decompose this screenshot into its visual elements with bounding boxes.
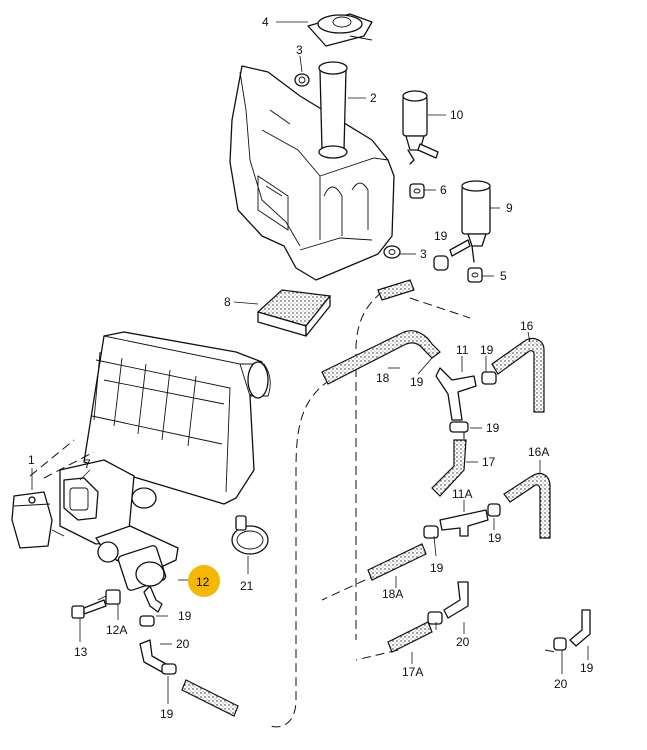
label-19-pump: 19 <box>178 609 192 623</box>
highlight-marker <box>188 565 220 597</box>
label-19-right: 19 <box>480 343 494 357</box>
connectors <box>139 367 591 675</box>
label-11: 11 <box>456 343 469 357</box>
grommet-6 <box>409 183 425 199</box>
part-labels: 4 3 2 10 6 9 3 19 5 8 16 11 19 18 19 19 … <box>28 15 594 721</box>
headlight <box>83 331 271 509</box>
label-16: 16 <box>520 319 534 333</box>
label-7: 7 <box>84 457 91 471</box>
label-19-11A-left: 19 <box>430 561 444 575</box>
label-3-lower: 3 <box>420 247 427 261</box>
label-19-tee: 19 <box>486 421 500 435</box>
label-19-bottom: 19 <box>160 707 174 721</box>
label-18A: 18A <box>382 587 403 601</box>
label-6: 6 <box>440 183 447 197</box>
label-17: 17 <box>482 455 496 469</box>
label-20-mid: 20 <box>456 635 470 649</box>
washer-pump-9 <box>449 180 491 263</box>
label-18: 18 <box>376 371 390 385</box>
label-20-pump: 20 <box>176 637 190 651</box>
label-8: 8 <box>224 295 231 309</box>
headlight-washer-pump-12 <box>95 525 179 613</box>
label-4: 4 <box>262 15 269 29</box>
clip-12A <box>97 589 121 605</box>
label-20-right: 19 <box>580 661 594 675</box>
hoses <box>181 279 551 717</box>
label-19-mid: 19 <box>410 375 424 389</box>
label-11A: 11A <box>452 487 472 501</box>
label-5: 5 <box>500 269 507 283</box>
label-19-right-lower: 20 <box>554 677 568 691</box>
washer-reservoir <box>229 61 401 281</box>
label-10: 10 <box>450 108 464 122</box>
label-17A: 17A <box>402 665 423 679</box>
washer-pump-10 <box>402 90 439 165</box>
label-2: 2 <box>370 91 377 105</box>
label-16A: 16A <box>528 445 549 459</box>
hose-clip-19-upper <box>433 255 449 271</box>
label-19-11A: 19 <box>488 531 502 545</box>
hose-clamp-21 <box>231 515 269 555</box>
filler-cap <box>307 13 373 47</box>
label-12A: 12A <box>106 623 127 637</box>
label-9: 9 <box>506 201 513 215</box>
label-1: 1 <box>28 453 35 467</box>
lamp-cover-1 <box>11 491 65 549</box>
foam-pad <box>256 289 332 337</box>
label-19-upper: 19 <box>434 229 448 243</box>
bolt-13 <box>71 599 107 619</box>
leader-lines <box>31 21 589 704</box>
label-13: 13 <box>74 645 88 659</box>
label-21: 21 <box>240 579 254 593</box>
label-3: 3 <box>296 43 303 57</box>
label-12: 12 <box>196 575 210 589</box>
grommet-5 <box>467 267 483 283</box>
